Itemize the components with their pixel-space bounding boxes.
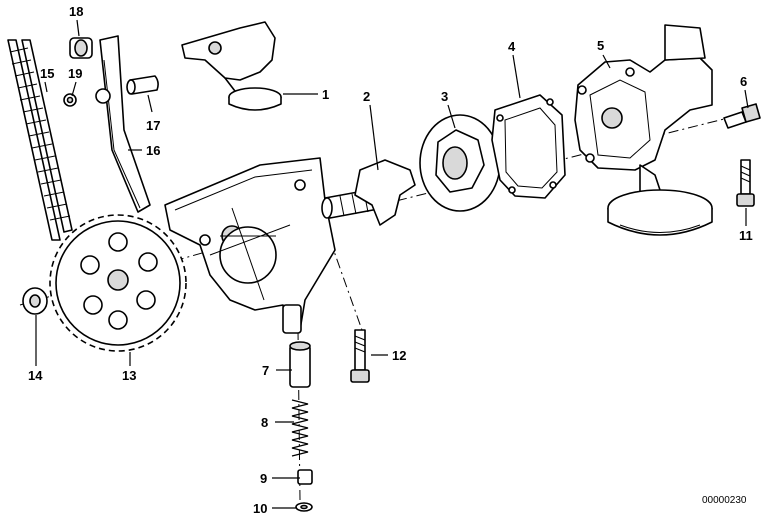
callout-10: 10 <box>253 501 267 516</box>
document-number: 00000230 <box>702 495 747 506</box>
callout-2: 2 <box>363 89 370 104</box>
pin <box>126 75 159 95</box>
callout-4: 4 <box>508 39 516 54</box>
callout-18: 18 <box>69 4 83 19</box>
sleeve <box>69 37 93 59</box>
callout-3: 3 <box>441 89 448 104</box>
timing-chain <box>7 39 73 241</box>
oil-pump-small <box>181 21 282 111</box>
bolt-short <box>723 103 761 129</box>
leader-lines <box>35 19 749 509</box>
chain-tensioner-rail <box>95 35 151 213</box>
callout-5: 5 <box>597 38 604 53</box>
outer-rotor <box>419 114 501 212</box>
sprocket <box>49 214 187 352</box>
plug-cap <box>297 469 313 485</box>
circlip-lower <box>295 502 313 512</box>
relief-valve-piston <box>289 341 311 388</box>
callout-9: 9 <box>260 471 267 486</box>
cover-plate <box>491 94 566 199</box>
callout-15: 15 <box>40 66 54 81</box>
bolt-long <box>736 159 755 207</box>
callout-13: 13 <box>122 368 136 383</box>
nut <box>22 287 48 315</box>
callout-19: 19 <box>68 66 82 81</box>
callout-labels: 1 2 3 4 5 6 7 8 9 10 11 12 13 14 15 16 1… <box>28 4 753 516</box>
callout-6: 6 <box>740 74 747 89</box>
callout-1: 1 <box>322 87 329 102</box>
callout-14: 14 <box>28 368 43 383</box>
callout-12: 12 <box>392 348 406 363</box>
callout-8: 8 <box>261 415 268 430</box>
callout-7: 7 <box>262 363 269 378</box>
drive-shaft-rotor <box>321 159 416 226</box>
oil-pump-assembly <box>574 24 713 236</box>
compression-spring <box>291 399 309 457</box>
callout-17: 17 <box>146 118 160 133</box>
callout-11: 11 <box>739 228 753 243</box>
circlip <box>63 93 77 107</box>
bolt-pump-mount <box>350 329 370 383</box>
oil-pump-housing <box>164 157 336 334</box>
callout-16: 16 <box>146 143 160 158</box>
